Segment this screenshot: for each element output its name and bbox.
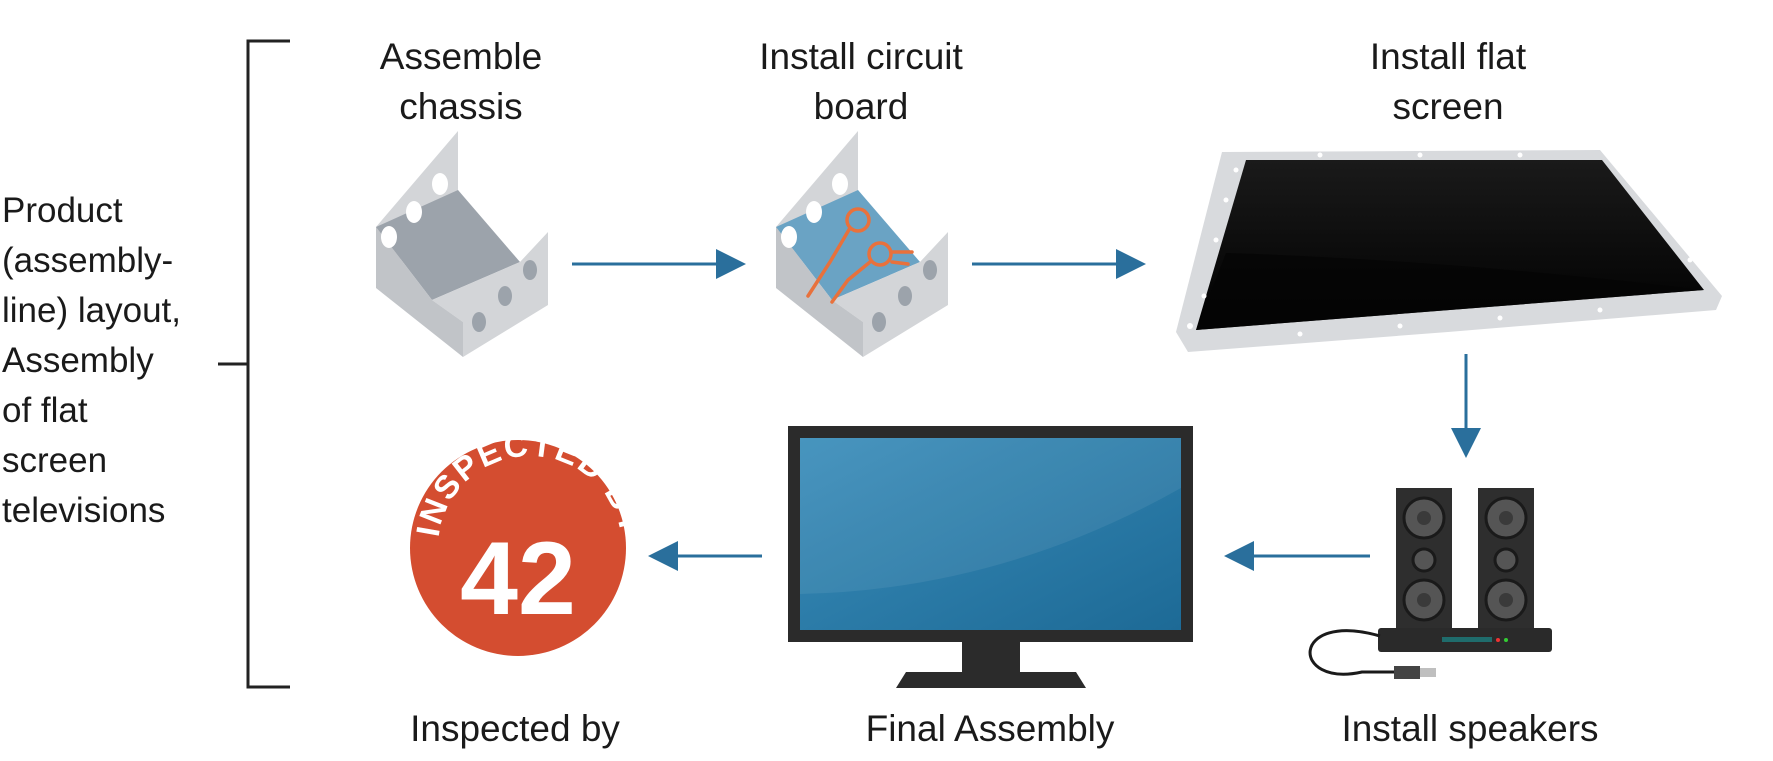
flat-screen-panel-icon [1176, 150, 1722, 352]
flow-arrows [572, 249, 1481, 571]
chassis-icon [376, 131, 548, 357]
inspected-stamp: INSPECTED BY 42 [409, 425, 649, 656]
process-bracket [218, 39, 290, 689]
step-label-install-speakers: Install speakers [1341, 708, 1599, 749]
step-label-install-circuit-board: Install circuit board [759, 36, 963, 127]
monitor-icon [788, 426, 1193, 688]
step-label-inspected-by: Inspected by [410, 708, 620, 749]
step-label-install-flat-screen: Install flat screen [1369, 36, 1527, 127]
process-label: Product (assembly- line) layout, Assembl… [2, 191, 181, 530]
step-label-final-assembly: Final Assembly [865, 708, 1115, 749]
stamp-number: 42 [460, 521, 576, 637]
speakers-icon [1308, 488, 1552, 679]
step-label-assemble-chassis: Assemble chassis [379, 36, 543, 127]
circuit-board-icon [776, 131, 948, 357]
